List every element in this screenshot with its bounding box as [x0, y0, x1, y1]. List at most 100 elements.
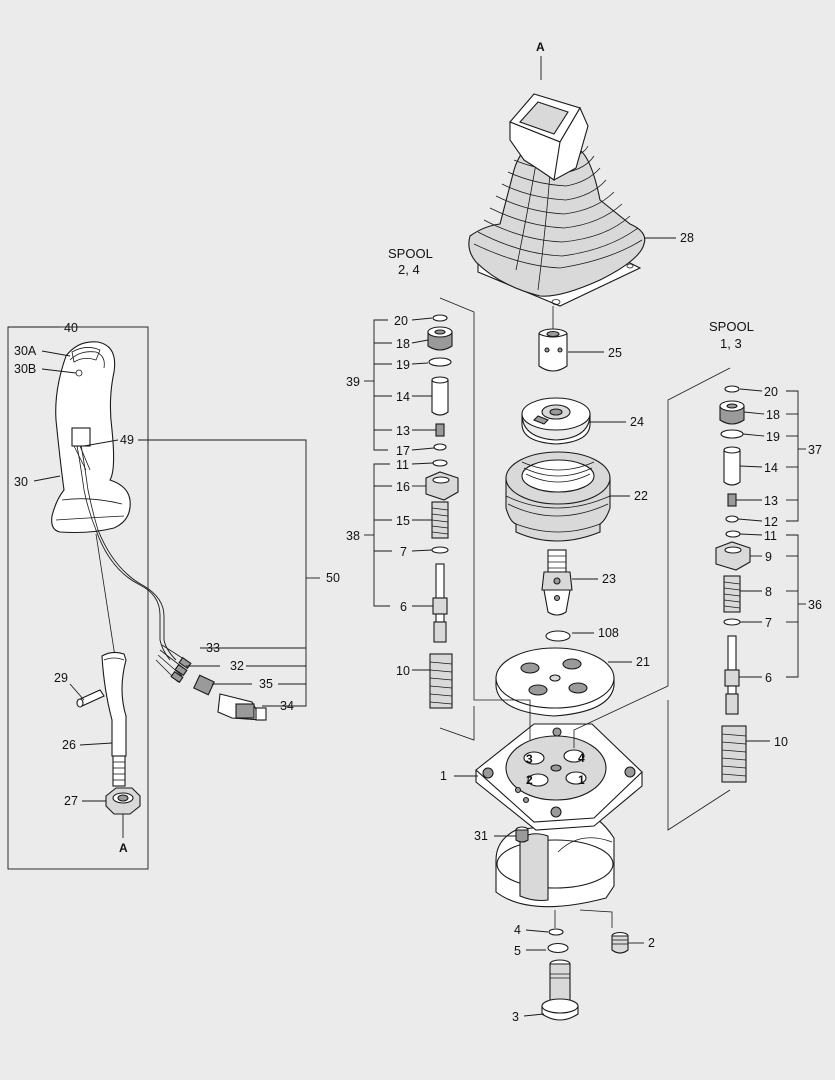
- right-spring-13: [727, 493, 737, 507]
- left-callout-10: 10: [396, 664, 410, 678]
- spool-1-3-group: SPOOL 1, 3: [573, 319, 822, 831]
- left-cap-18: [427, 326, 453, 351]
- right-callout-19: 19: [766, 430, 780, 444]
- plate-24: [521, 397, 591, 445]
- callout-30: 30: [14, 475, 28, 489]
- handle-assembly-group: 40 30A 30B 30 49 50 33 32 35 34 29 26 27…: [7, 321, 340, 870]
- spool-right-title: SPOOL: [709, 319, 754, 334]
- callout-3: 3: [512, 1010, 519, 1024]
- spool-left-title: SPOOL: [388, 246, 433, 261]
- cover-22: [505, 451, 611, 542]
- callout-26: 26: [62, 738, 76, 752]
- callout-24: 24: [630, 415, 644, 429]
- boot-28: [468, 93, 646, 307]
- right-cap-18: [719, 400, 745, 425]
- callout-5: 5: [514, 944, 521, 958]
- right-callout-18: 18: [766, 408, 780, 422]
- port-number-1: 1: [578, 773, 585, 787]
- left-callout-20: 20: [394, 314, 408, 328]
- coupling-25: [538, 328, 568, 372]
- left-callout-6: 6: [400, 600, 407, 614]
- left-callout-15: 15: [396, 514, 410, 528]
- callout-33: 33: [206, 641, 220, 655]
- spool-2-4-group: SPOOL 2, 4: [346, 246, 531, 741]
- right-callout-13: 13: [764, 494, 778, 508]
- left-callout-17: 17: [396, 444, 410, 458]
- right-callout-10: 10: [774, 735, 788, 749]
- connector-34: [217, 693, 267, 721]
- right-callout-12: 12: [764, 515, 778, 529]
- callout-23: 23: [602, 572, 616, 586]
- left-ring-11: [432, 459, 448, 467]
- right-washer-12: [725, 515, 739, 523]
- left-plunger-14: [431, 376, 449, 416]
- right-callout-7: 7: [765, 616, 772, 630]
- connector-35: [193, 674, 215, 696]
- right-ring-20: [724, 385, 740, 393]
- callout-50: 50: [326, 571, 340, 585]
- plate-21: [495, 647, 615, 717]
- callout-21: 21: [636, 655, 650, 669]
- left-ring-19: [428, 357, 452, 367]
- left-spring-15: [431, 501, 449, 539]
- left-callout-18: 18: [396, 337, 410, 351]
- right-spool-6: [724, 635, 740, 715]
- spool-right-sub: 1, 3: [720, 336, 742, 351]
- callout-35: 35: [259, 677, 273, 691]
- right-ring-7: [723, 618, 741, 626]
- port-number-2: 2: [526, 773, 533, 787]
- callout-4: 4: [514, 923, 521, 937]
- spool-left-sub: 2, 4: [398, 262, 420, 277]
- left-callout-39: 39: [346, 375, 360, 389]
- right-callout-11: 11: [764, 529, 777, 543]
- right-callout-9: 9: [765, 550, 772, 564]
- left-callout-11: 11: [396, 458, 409, 472]
- o-ring-5: [547, 942, 569, 954]
- right-ring-19: [720, 429, 744, 439]
- callout-A-top: A: [536, 40, 545, 54]
- callout-22: 22: [634, 489, 648, 503]
- port-number-3: 3: [526, 752, 533, 766]
- left-spring-10: [429, 653, 453, 709]
- right-spring-10: [721, 725, 747, 783]
- left-spring-13: [435, 423, 445, 437]
- left-seat-16: [425, 471, 459, 501]
- callout-108: 108: [598, 626, 619, 640]
- o-ring-108: [545, 630, 571, 642]
- port-number-4: 4: [578, 751, 585, 765]
- shaft-3: [541, 959, 579, 1021]
- callout-32: 32: [230, 659, 244, 673]
- right-callout-8: 8: [765, 585, 772, 599]
- right-ring-11: [725, 530, 741, 538]
- right-callout-37: 37: [808, 443, 822, 457]
- nut-27: [105, 787, 141, 815]
- left-washer-17: [433, 443, 447, 451]
- left-callout-19: 19: [396, 358, 410, 372]
- body-1: [475, 723, 643, 908]
- callout-25: 25: [608, 346, 622, 360]
- shaft-26: [101, 651, 127, 787]
- callout-27: 27: [64, 794, 78, 808]
- callout-1: 1: [440, 769, 447, 783]
- joint-23: [541, 549, 573, 616]
- callout-29: 29: [54, 671, 68, 685]
- center-assembly-group: A 28: [440, 40, 694, 1024]
- plug-2: [611, 931, 629, 954]
- callout-49: 49: [120, 433, 134, 447]
- left-spool-6: [432, 563, 448, 643]
- plug-31: [515, 826, 529, 843]
- o-ring-4: [548, 928, 564, 936]
- handle-cable: [95, 529, 171, 661]
- callout-30B: 30B: [14, 362, 36, 376]
- left-callout-16: 16: [396, 480, 410, 494]
- left-callout-38: 38: [346, 529, 360, 543]
- left-callout-13: 13: [396, 424, 410, 438]
- right-callout-14: 14: [764, 461, 778, 475]
- right-callout-6: 6: [765, 671, 772, 685]
- callout-34: 34: [280, 699, 294, 713]
- left-callout-14: 14: [396, 390, 410, 404]
- handle-grip: [51, 341, 131, 534]
- left-ring-7: [431, 546, 449, 554]
- handle-assembly-frame: [7, 326, 149, 870]
